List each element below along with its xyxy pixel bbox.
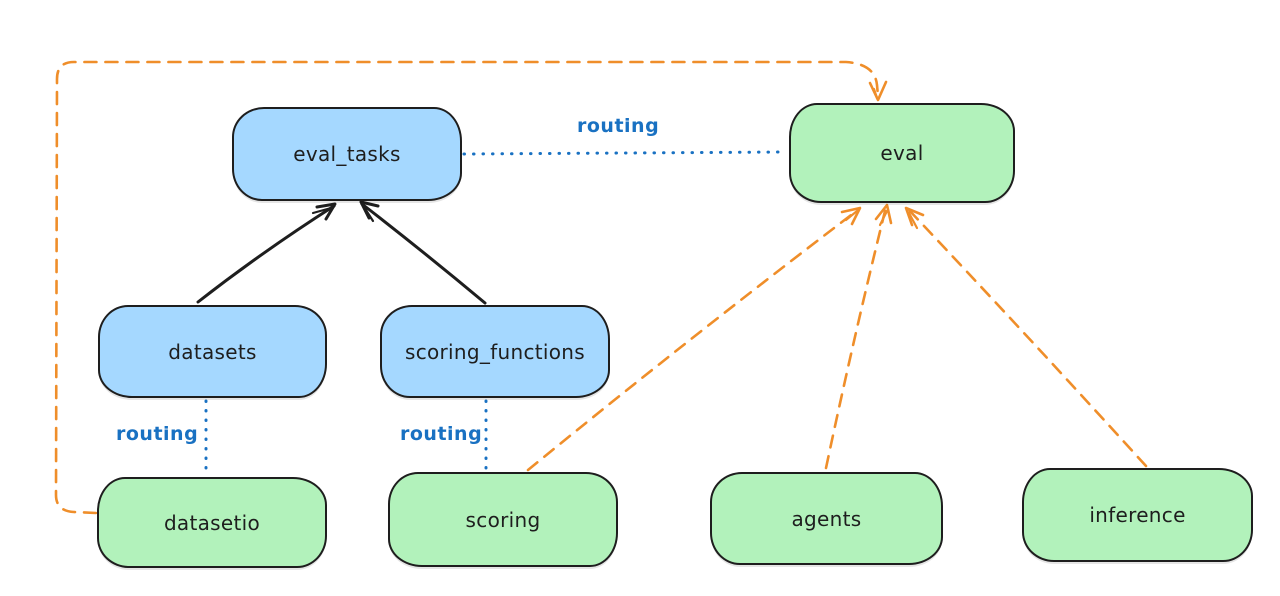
routing-label-scoring-functions-scoring: routing: [400, 423, 483, 445]
node-agents: agents: [710, 472, 943, 565]
routing-label-eval-tasks-eval: routing: [577, 115, 660, 137]
arrow-agents-to-eval: [824, 203, 893, 470]
node-eval-label: eval: [880, 141, 924, 165]
node-scoring-functions-label: scoring_functions: [404, 339, 586, 364]
node-eval-tasks: eval_tasks: [232, 107, 462, 201]
node-inference-label: inference: [1089, 503, 1186, 527]
node-eval-tasks-label: eval_tasks: [293, 142, 401, 166]
node-datasets-label: datasets: [168, 339, 257, 364]
node-inference: inference: [1022, 468, 1253, 562]
arrow-datasets-to-eval_tasks: [196, 202, 337, 304]
arrow-scoring_functions-to-eval_tasks: [359, 200, 487, 305]
routing-label-datasets-datasetio: routing: [116, 423, 199, 445]
node-eval: eval: [789, 103, 1015, 203]
node-agents-label: agents: [791, 506, 862, 531]
node-scoring-functions: scoring_functions: [380, 305, 610, 398]
node-datasets: datasets: [98, 305, 327, 398]
node-scoring: scoring: [388, 472, 618, 567]
node-datasetio: datasetio: [97, 477, 327, 568]
node-scoring-label: scoring: [465, 507, 541, 532]
arrow-inference-to-eval: [904, 206, 1148, 468]
node-datasetio-label: datasetio: [163, 510, 261, 535]
routing-line-eval_tasks-eval: [462, 150, 788, 156]
arrow-datasetio-to-eval-loop: [54, 60, 888, 515]
